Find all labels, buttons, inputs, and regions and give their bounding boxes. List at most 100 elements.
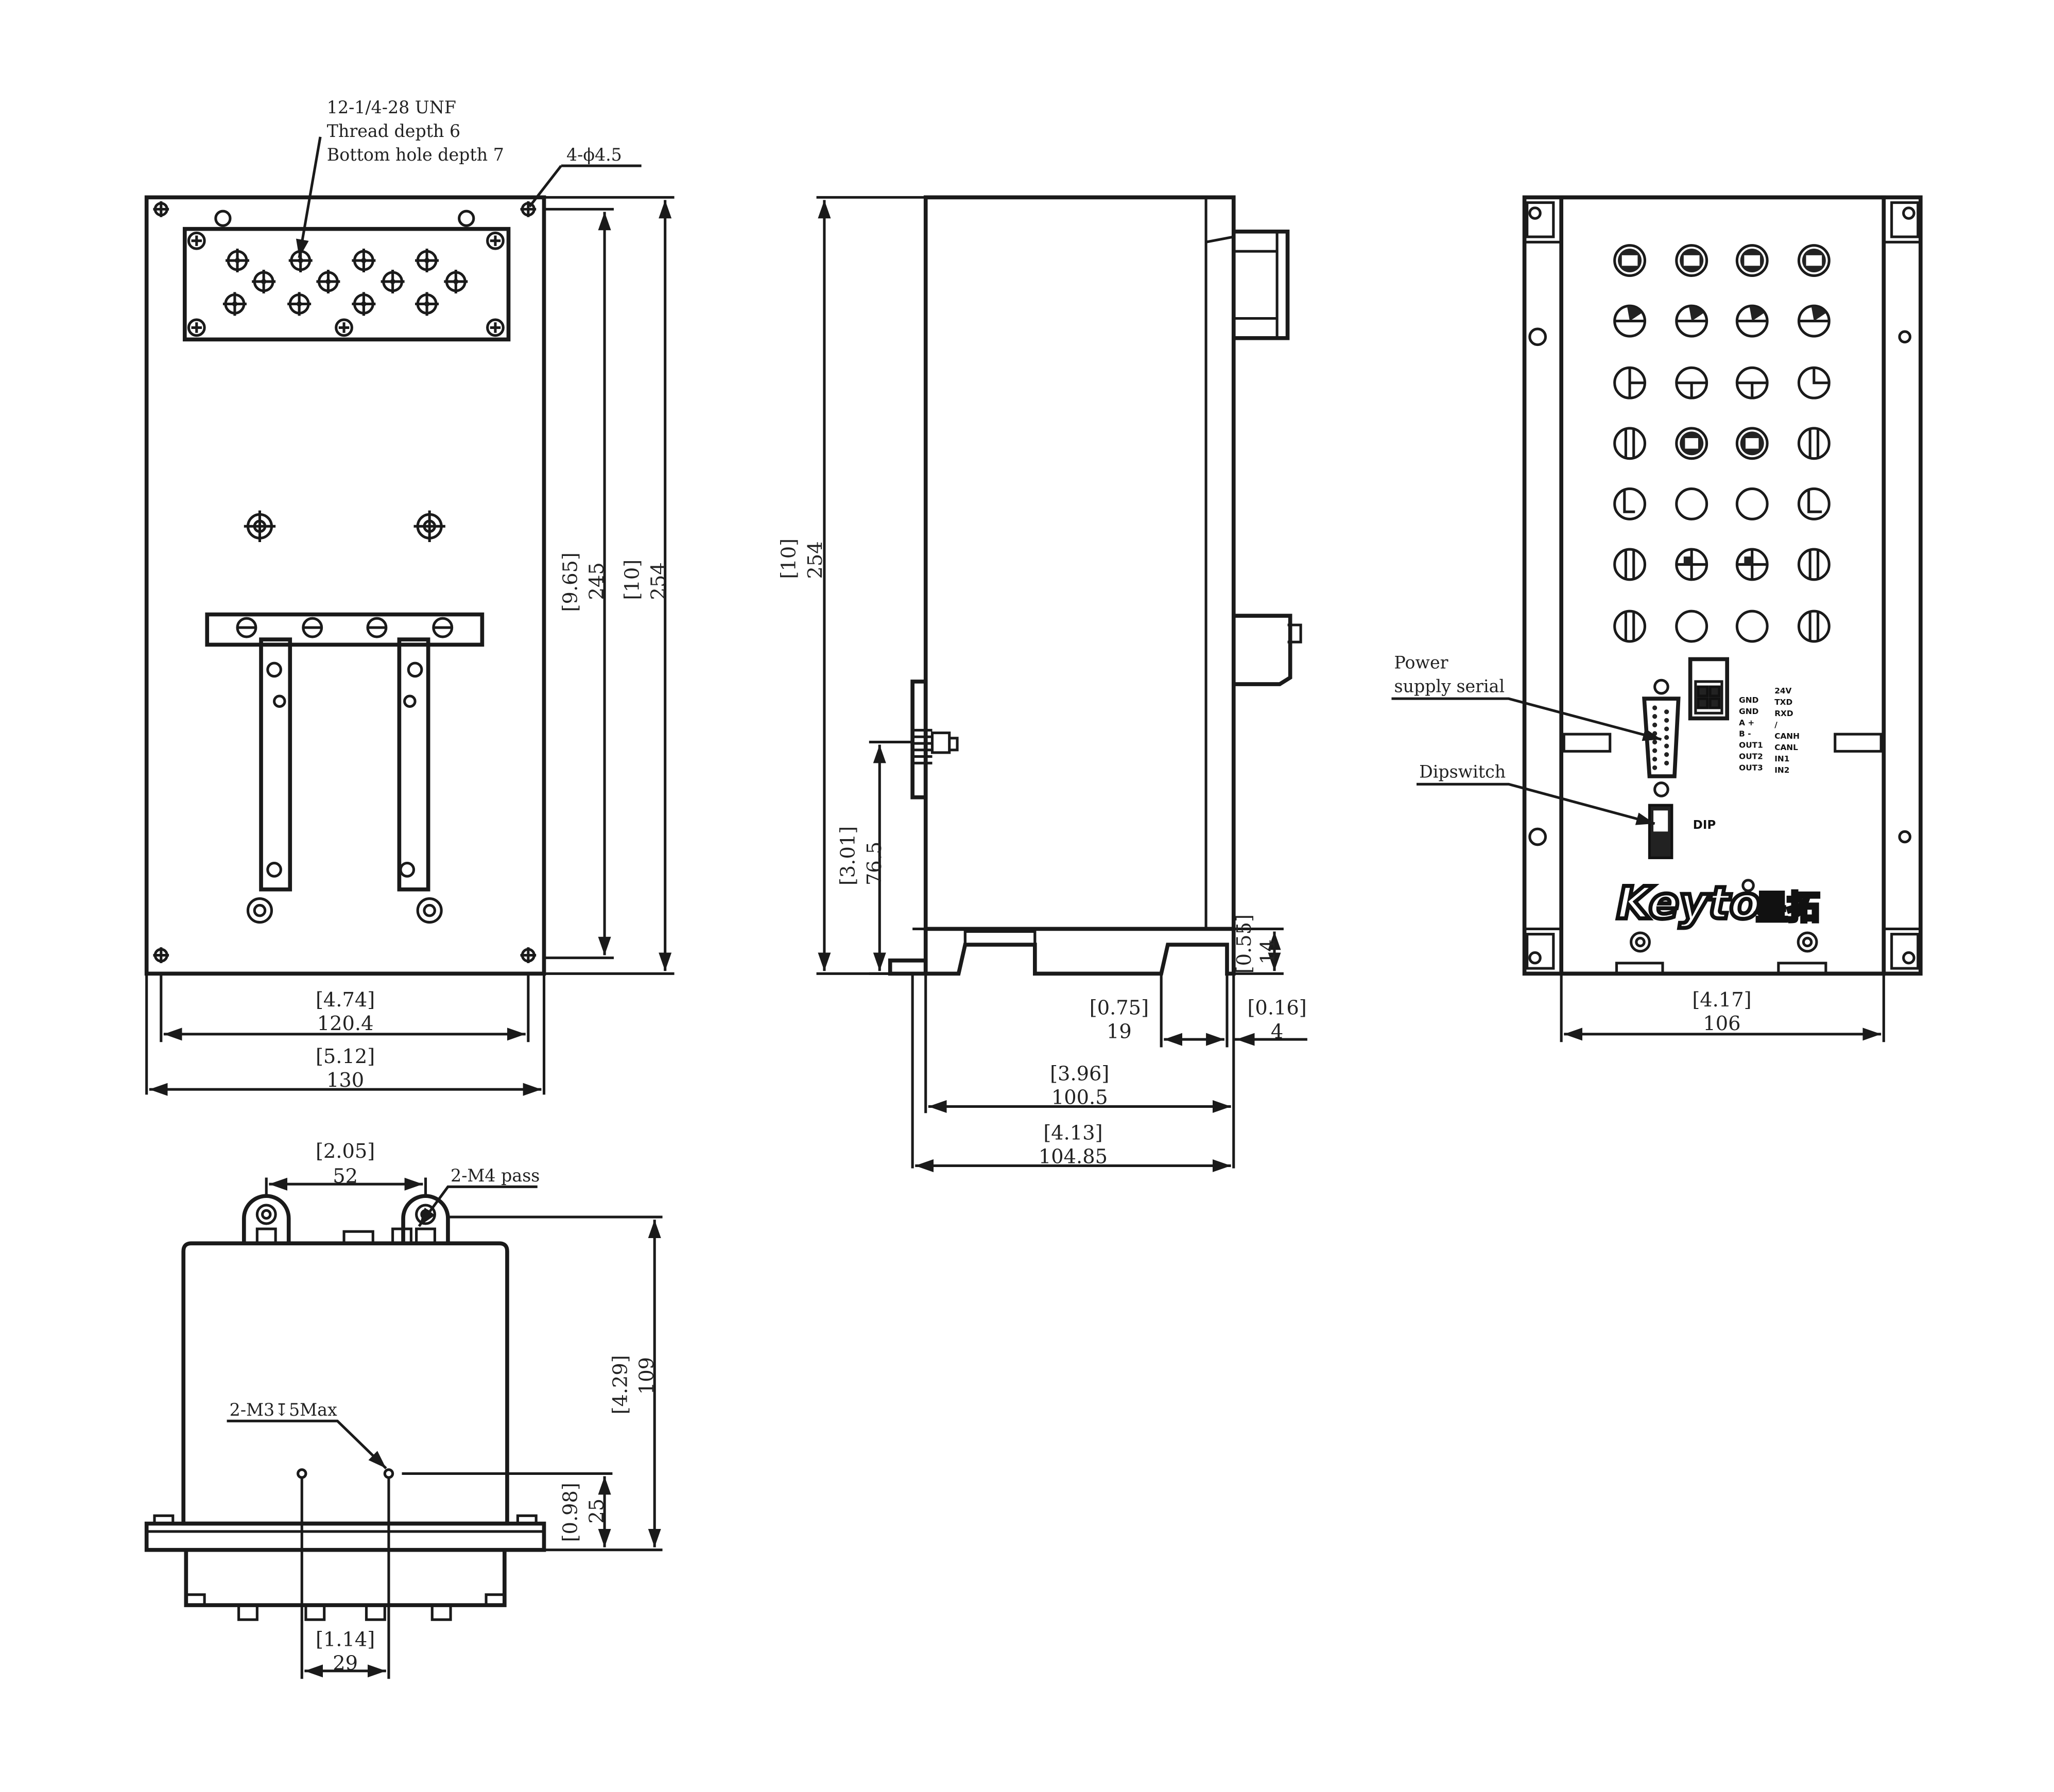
rear-port-icon [1797,244,1831,277]
connector-port-icon [415,249,439,273]
side-dim-notch-mm: 19 [1107,1020,1132,1043]
rear-port-icon [1675,304,1708,338]
screw-icon [236,617,454,638]
pin-label-left: GND [1739,707,1758,716]
connector-port-icon [226,249,250,273]
side-view: [10] 254 [3.01] 76.5 [0.55] 14 [0.75] 19… [778,195,1307,1172]
thread-callout-line2: Thread depth 6 [327,121,460,141]
corner-hole-icon [153,201,537,963]
connector-port-icon [352,292,376,316]
rear-panel [1559,195,1886,976]
rear-port-icon [1735,244,1769,277]
pin-label-right: / [1774,720,1777,729]
rear-port-icon [1675,548,1708,581]
rear-port-icon [1675,427,1708,460]
front-plate [144,195,546,976]
top-dim-hole-height-in: [0.98] [559,1483,582,1542]
dim-inner-height-in: [9.65] [559,552,582,612]
pin-label-right: 24V [1774,686,1791,695]
rear-port-icon [1797,610,1831,643]
rear-port-icon [1797,548,1831,581]
rear-port-icon [1735,487,1769,520]
side-dim-height-mm: 254 [804,541,827,579]
side-dim-total-in: [4.13] [1043,1121,1102,1144]
top-body [181,1241,509,1526]
connector-port-icon [222,292,247,316]
rear-port-icon [1613,548,1647,581]
rear-port-icon [1797,366,1831,399]
connector-port-icon [287,292,312,316]
rear-port-icon [1613,244,1647,277]
rear-port-icon [1797,427,1831,460]
rear-port-icon [1675,487,1708,520]
connector-port-icon [415,292,439,316]
panel-screw-icon [187,318,206,337]
side-dim-flange-mm: 4 [1271,1020,1283,1043]
side-dim-notch-in: [0.75] [1090,997,1149,1020]
power-serial-label-2: supply serial [1394,676,1505,696]
connector-panel [182,227,511,342]
locating-hole-icon [214,210,232,227]
top-underside [184,1550,507,1607]
side-dim-port-mm: 76.5 [863,842,886,885]
dim-outer-height-mm: 254 [647,562,670,600]
rear-flange [1522,195,1923,976]
brand-logo: Keyto [1616,877,1760,929]
mount-hole-icon [244,510,445,542]
connector-grid [1613,244,1831,643]
pin-label-right: CANL [1774,743,1798,752]
side-body [923,195,1236,931]
rear-dim-width-mm: 106 [1703,1012,1740,1035]
pin-label-left: OUT3 [1739,763,1763,773]
top-dim-hole-height-mm: 25 [585,1499,609,1524]
dipswitch-label: Dipswitch [1419,761,1506,781]
handle-bracket [205,612,485,647]
pass-callout: 2-M4 pass [451,1165,540,1186]
side-dim-height-in: [10] [778,538,801,579]
pin-label-right: TXD [1774,698,1792,707]
handle-bar-right [397,637,430,892]
locating-hole-icon [458,210,475,227]
connector-port-icon [352,249,376,273]
top-dim-lug-in: [2.05] [316,1140,375,1163]
rear-port-icon [1735,366,1769,399]
side-dim-foot-in: [0.55] [1233,914,1256,973]
side-dim-total-mm: 104.85 [1039,1145,1108,1168]
side-port-bracket [910,680,928,799]
side-dim-flange-in: [0.16] [1247,997,1306,1020]
panel-screw-icon [335,318,353,337]
rear-port-icon [1613,366,1647,399]
top-flange [144,1521,546,1552]
foot-hole-icon [246,897,443,924]
rear-port-icon [1613,427,1647,460]
rear-port-icon [1613,487,1647,520]
power-connector [1688,657,1730,721]
top-dim-height-mm: 109 [635,1357,659,1395]
dim-width-mm: 130 [326,1069,364,1092]
tap-hole-icon [383,1468,394,1479]
connector-array [187,231,505,337]
pin-label-left: OUT2 [1739,752,1763,761]
connector-port-icon [252,269,276,293]
dim-hole-span-in: [4.74] [316,988,375,1012]
pin-label-left: GND [1739,695,1758,705]
rear-dim-width-in: [4.17] [1692,988,1751,1012]
thread-callout-line3: Bottom hole depth 7 [327,145,504,165]
rear-port-icon [1735,304,1769,338]
rear-port-icon [1735,548,1769,581]
pin-label-right: IN2 [1774,765,1789,775]
panel-screw-icon [486,318,505,337]
connector-port-icon [444,269,468,293]
dim-width-in: [5.12] [316,1045,375,1068]
dim-outer-height-in: [10] [621,560,644,600]
side-dim-port-in: [3.01] [837,826,860,885]
thread-callout-line1: 12-1/4-28 UNF [327,97,456,117]
rear-port-icon [1675,610,1708,643]
pin-label-right: CANH [1774,732,1800,741]
top-view: 2-M4 pass 2-M3↧5Max [2.05] 52 [4.29] 109… [144,1140,663,1679]
rear-port-icon [1613,304,1647,338]
pin-label-right: IN1 [1774,754,1789,763]
